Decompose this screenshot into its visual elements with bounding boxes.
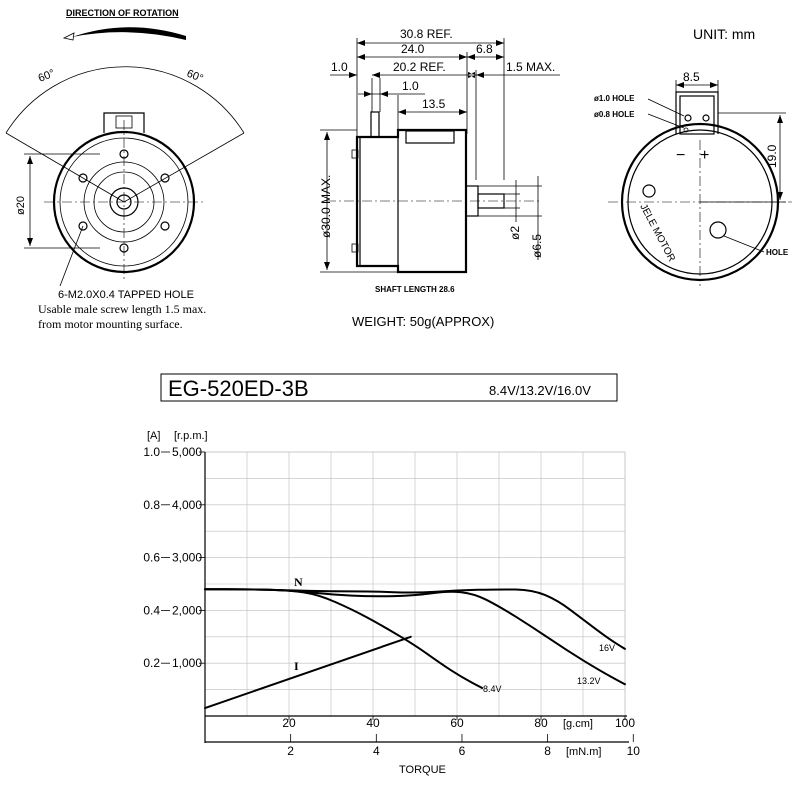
current-tick-label: 0.6 — [143, 551, 160, 565]
current-curve — [204, 635, 412, 710]
series-label-16v: 16V — [599, 643, 615, 653]
rear-view: 8.5 ø1.0 HOLE ø0.8 HOLE 19.0 − + JELE MO… — [594, 70, 792, 286]
dim-dia20: ø20 — [15, 196, 27, 215]
current-tick-label: 0.2 — [143, 656, 160, 670]
axis-unit-current: [A] — [147, 430, 160, 442]
voltage-list: 8.4V/13.2V/16.0V — [489, 383, 591, 398]
mnm-tick-label: 4 — [373, 744, 380, 758]
unit-label: UNIT: mm — [693, 26, 755, 42]
current-tick-label: 1.0 — [143, 445, 160, 459]
gcm-tick-label: 40 — [366, 716, 380, 730]
series-label-8-4v: 8.4V — [483, 684, 502, 694]
axis-unit-speed: [r.p.m.] — [174, 430, 208, 442]
dim-24-0: 24.0 — [401, 42, 425, 56]
dim-1-0-left: 1.0 — [331, 60, 348, 74]
dim-20-2: 20.2 REF. — [393, 60, 446, 74]
front-view: DIRECTION OF ROTATION 60° 60° — [5, 8, 245, 331]
dim-dia6-5: ø6.5 — [530, 234, 544, 258]
current-tick-label: 0.4 — [143, 603, 160, 617]
speed-tick-label: 5,000 — [172, 445, 202, 459]
mnm-tick-label: 10 — [627, 744, 641, 758]
plus-sign: + — [700, 147, 709, 164]
dim-1-5: 1.5 MAX. — [506, 60, 555, 74]
screw-note-line1: Usable male screw length 1.5 max. — [38, 302, 206, 316]
dim-6-8: 6.8 — [476, 42, 493, 56]
shaft-length: SHAFT LENGTH 28.6 — [375, 285, 455, 294]
chart-tick-labels: 1.0 5,000 0.8 4,000 0.6 3,000 0.4 2,000 0.2 1,000… — [143, 445, 640, 758]
brand-logo-icon — [642, 184, 656, 198]
rotation-label: DIRECTION OF ROTATION — [66, 8, 179, 18]
mnm-unit-label: [mN.m] — [566, 746, 601, 758]
minus-sign: − — [676, 147, 685, 164]
chart-series — [204, 588, 626, 710]
mnm-tick-label: 8 — [544, 744, 551, 758]
x-axis-title: TORQUE — [399, 764, 446, 776]
speed-tick-label: 2,000 — [172, 603, 202, 617]
chart-series-labels: 8.4V 13.2V 16V N I — [294, 575, 615, 694]
speed-curve-16v — [204, 588, 626, 650]
speed-curve-8-4v — [204, 588, 484, 690]
hole-label: HOLE — [766, 248, 789, 257]
series-label-13-2v: 13.2V — [577, 676, 601, 686]
chart-header: EG-520ED-3B 8.4V/13.2V/16.0V — [160, 373, 618, 402]
current-tick-label: 0.8 — [143, 498, 160, 512]
gcm-tick-label: 100 — [615, 716, 635, 730]
tapped-hole-label: 6-M2.0X0.4 TAPPED HOLE — [58, 289, 194, 301]
current-curve-label: I — [294, 659, 299, 673]
gcm-tick-label: 80 — [534, 716, 548, 730]
weight-label: WEIGHT: 50g(APPROX) — [352, 314, 494, 329]
mnm-tick-label: 2 — [287, 744, 294, 758]
chart-axes — [161, 451, 634, 743]
gcm-unit-label: [g.cm] — [563, 718, 593, 730]
performance-chart: [A] [r.p.m.] 1.0 5,000 0.8 4,000 0.6 3,000 0.4… — [143, 430, 640, 776]
speed-tick-label: 4,000 — [172, 498, 202, 512]
mnm-tick-label: 6 — [459, 744, 466, 758]
side-body-outline — [355, 128, 468, 274]
dim-dia30: ø30.0 MAX. — [319, 175, 333, 238]
gcm-tick-label: 20 — [282, 716, 296, 730]
dim-13-5: 13.5 — [422, 97, 446, 111]
side-view: 30.8 REF. 24.0 6.8 1.0 20.2 REF. 1.5 MAX… — [319, 27, 560, 329]
angle-left-label: 60° — [37, 67, 57, 84]
chart-title-box — [160, 373, 618, 402]
hole-1-0-label: ø1.0 HOLE — [594, 94, 635, 103]
angle-right-label: 60° — [185, 68, 205, 85]
dim-8-5: 8.5 — [683, 70, 700, 84]
model-title: EG-520ED-3B — [168, 376, 309, 401]
speed-tick-label: 3,000 — [172, 551, 202, 565]
speed-tick-label: 1,000 — [172, 656, 202, 670]
rotation-arrow — [72, 27, 186, 40]
dim-1-0-mid: 1.0 — [402, 79, 419, 93]
chart-grid — [204, 451, 626, 717]
gcm-tick-label: 60 — [450, 716, 464, 730]
hole-0-8-label: ø0.8 HOLE — [594, 110, 635, 119]
dim-19-0: 19.0 — [765, 144, 779, 168]
dim-dia2: ø2 — [508, 226, 522, 240]
dim-30-8: 30.8 REF. — [400, 27, 453, 41]
speed-curve-label: N — [294, 575, 303, 589]
screw-note-line2: from motor mounting surface. — [38, 317, 183, 331]
